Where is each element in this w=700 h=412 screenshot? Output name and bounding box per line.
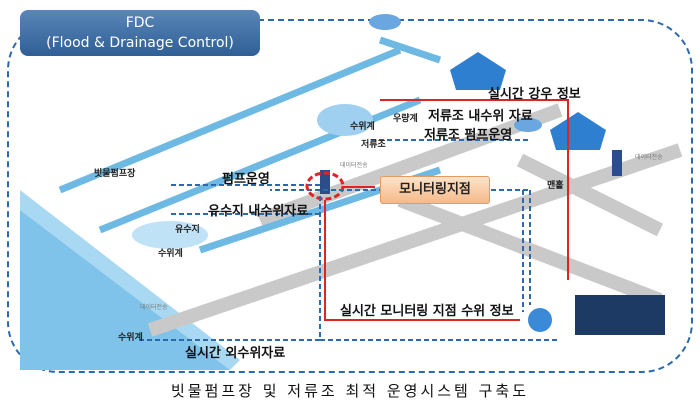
gauge-label: 수위계	[158, 249, 183, 259]
gauge-label: 수위계	[118, 333, 143, 343]
monitor-screen-icon	[575, 295, 665, 335]
sensor-icon	[320, 170, 330, 194]
gauge-label: 수위계	[350, 122, 375, 132]
realtime-monitor-label: 실시간 모니터링 지점 수위 정보	[340, 304, 514, 319]
monitoring-point-box: 모니터링지점	[380, 176, 490, 204]
sensor-icon	[612, 150, 622, 176]
house-icon	[550, 112, 606, 150]
reservoir-label: 저류조	[361, 140, 386, 150]
cloud-icon	[514, 118, 542, 132]
pump-station-label: 빗물펌프장	[94, 169, 136, 179]
data-tx-label: 데이터전송	[340, 162, 368, 169]
basin-level-label: 유수지 내수위자료	[208, 204, 309, 219]
basin-label: 유수지	[175, 225, 200, 235]
rain-info-label: 실시간 강우 정보	[488, 87, 581, 102]
reservoir-level-label: 저류조 내수위 자료	[428, 109, 533, 124]
reservoir-tank	[317, 104, 373, 136]
manhole-label: 맨홀	[547, 181, 564, 191]
basin-tank	[132, 221, 208, 249]
red-lines	[324, 99, 569, 321]
caption: 빗물펌프장 및 저류조 최적 운영시스템 구축도	[170, 382, 530, 400]
fdc-boundary	[7, 19, 693, 373]
ie-icon	[528, 308, 552, 332]
fdc-subtitle: (Flood & Drainage Control)	[46, 35, 234, 51]
fdc-title-box: FDC (Flood & Drainage Control)	[20, 10, 260, 56]
data-tx-label: 데이터전송	[635, 154, 663, 161]
outer-level-label: 실시간 외수위자료	[185, 346, 286, 361]
rain-gauge-label: 우량계	[393, 114, 418, 124]
house-icon	[450, 52, 506, 90]
cloud-icon	[369, 14, 401, 30]
pump-op-label: 펌프운영	[222, 172, 270, 187]
reservoir-pump-label: 저류조 펌프운영	[424, 128, 513, 143]
fdc-title: FDC	[125, 15, 155, 31]
data-tx-label: 데이터전송	[140, 304, 168, 311]
